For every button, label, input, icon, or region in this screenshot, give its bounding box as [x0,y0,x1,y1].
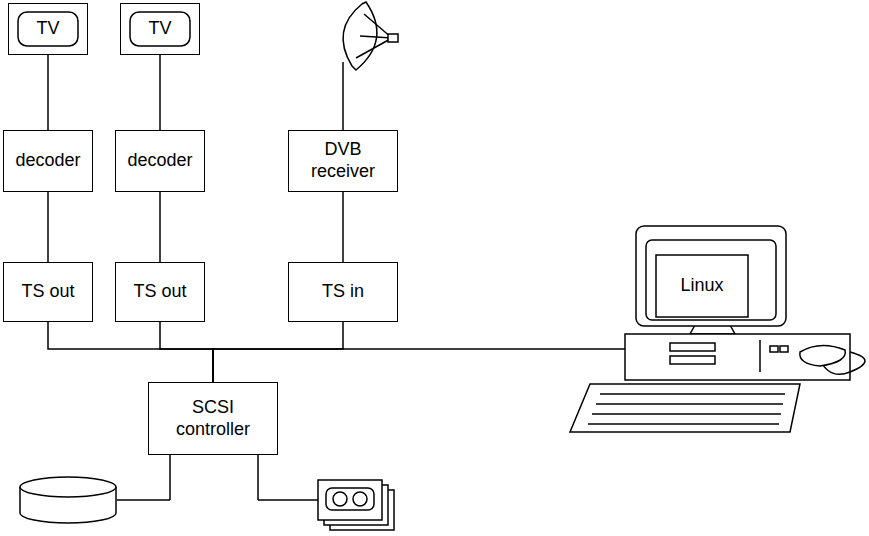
tv-box: TV [8,3,88,55]
box-label: TS out [21,281,74,303]
tv-screen [130,12,190,46]
receiver-box: DVB receiver [288,130,398,192]
tape-drives [258,455,394,530]
connector-line [213,322,343,382]
screen-area: Linux [656,255,748,317]
box-label: Linux [680,275,723,297]
ts-in-box: TS in [288,262,398,322]
ts-out-box: TS out [115,262,205,322]
connector-line [213,349,625,382]
connector-line [160,322,213,382]
connector-line [47,55,49,130]
box-label: DVB receiver [303,139,383,182]
connector-line [342,192,344,262]
disk-drive [20,455,170,523]
decoder-box: decoder [3,130,93,192]
computer [570,226,865,432]
box-label: decoder [127,150,192,172]
connector-line [47,192,49,262]
ts-out-box: TS out [3,262,93,322]
box-label: SCSI controller [163,397,263,440]
satellite-dish [343,2,398,130]
linux-computer: Linux [625,225,850,380]
box-label: TV [148,18,171,40]
box-label: TV [36,18,59,40]
tv-screen [18,12,78,46]
box-label: TS out [133,281,186,303]
tv-box: TV [120,3,200,55]
box-label: decoder [15,150,80,172]
connector-line [159,55,161,130]
scsi-controller-box: SCSI controller [148,382,278,455]
connector-line [48,322,213,382]
box-label: TS in [322,281,364,303]
connector-line [159,192,161,262]
decoder-box: decoder [115,130,205,192]
